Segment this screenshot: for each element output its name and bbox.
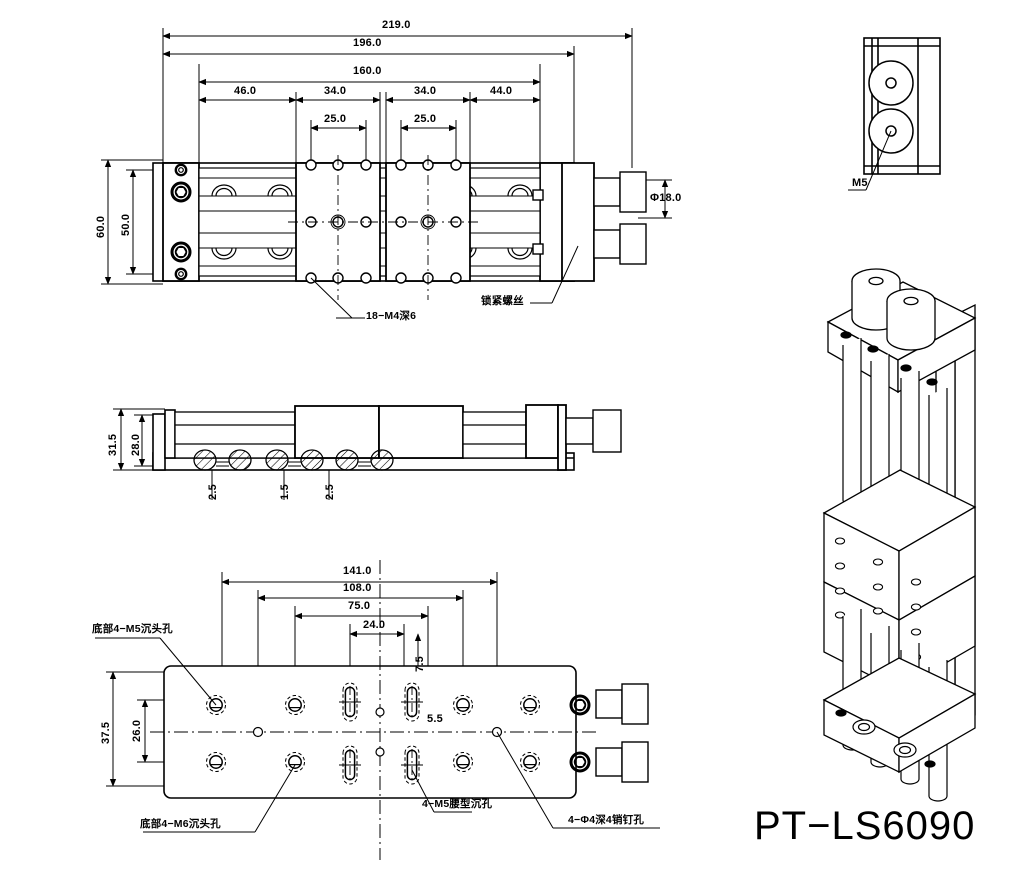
dim-24: 24.0	[363, 619, 386, 631]
dim-34-b: 34.0	[414, 85, 437, 97]
callout-18-m4: 18−M4深6	[366, 310, 417, 322]
dim-75: 75.0	[348, 600, 371, 612]
callout-4-m5-slot: 4−M5腰型沉孔	[422, 798, 493, 810]
dim-46: 46.0	[234, 85, 257, 97]
bottom-view-geometry	[95, 560, 660, 860]
end-view-geometry	[848, 37, 941, 191]
callout-bottom-4-m5: 底部4−M5沉头孔	[92, 623, 173, 635]
callout-4-pin-hole: 4−Φ4深4销钉孔	[568, 814, 645, 826]
dim-50: 50.0	[120, 213, 132, 236]
front-view-geometry	[113, 404, 622, 500]
dim-5-5: 5.5	[427, 713, 443, 725]
dim-2-5-a: 2.5	[207, 484, 219, 500]
dim-25-a: 25.0	[324, 113, 347, 125]
dim-28-0: 28.0	[130, 433, 142, 456]
callout-m5: M5	[852, 177, 868, 189]
dim-2-5-b: 2.5	[324, 484, 336, 500]
dim-196: 196.0	[353, 37, 382, 49]
dim-26: 26.0	[131, 719, 143, 742]
callout-bottom-4-m6: 底部4−M6沉头孔	[140, 818, 221, 830]
dim-108: 108.0	[343, 582, 372, 594]
drawing-title: PT−LS6090	[754, 804, 976, 848]
dim-25-b: 25.0	[414, 113, 437, 125]
top-view-geometry	[101, 28, 672, 319]
dim-7-5: 7.5	[414, 656, 426, 672]
dim-31-5: 31.5	[107, 433, 119, 456]
dim-44: 44.0	[490, 85, 513, 97]
callout-locking-screw: 锁紧螺丝	[481, 295, 524, 307]
dim-34-a: 34.0	[324, 85, 347, 97]
dim-141: 141.0	[343, 565, 372, 577]
dim-diameter-18: Φ18.0	[650, 192, 682, 204]
dim-1-5: 1.5	[279, 484, 291, 500]
dim-60: 60.0	[95, 215, 107, 238]
isometric-view-geometry	[822, 268, 977, 802]
dim-219: 219.0	[382, 19, 411, 31]
dim-160: 160.0	[353, 65, 382, 77]
dim-37-5: 37.5	[100, 721, 112, 744]
